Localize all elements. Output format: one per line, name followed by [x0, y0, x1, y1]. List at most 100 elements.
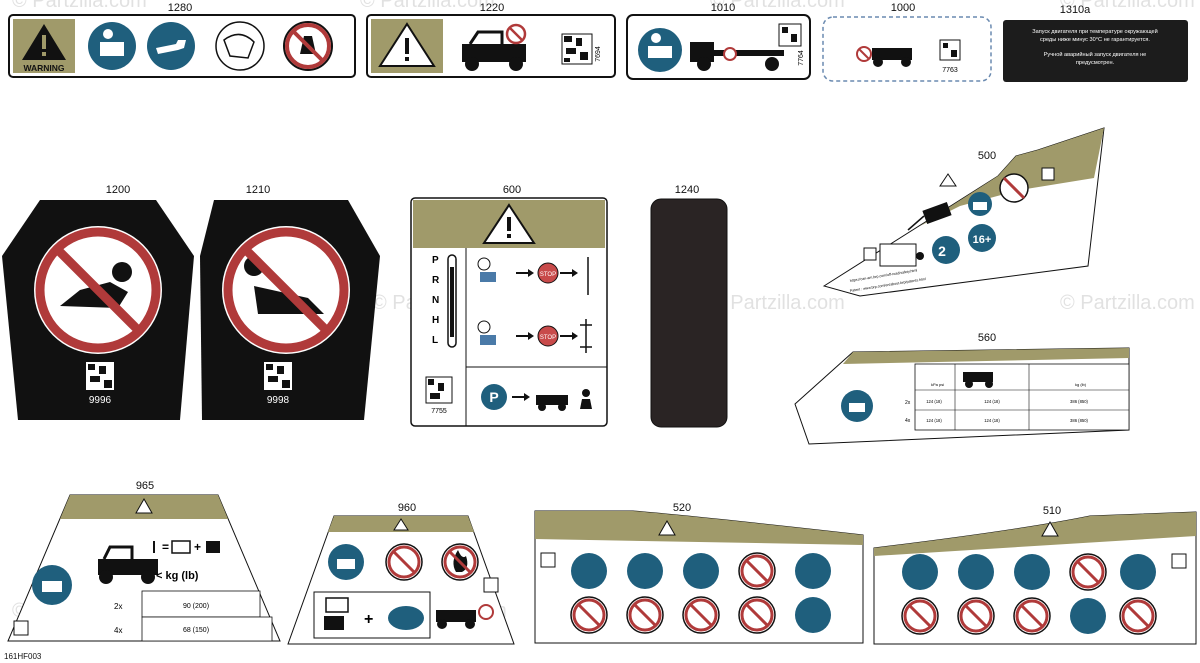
decal-1310a[interactable]: Запуск двигателя при температуре окружаю… — [1003, 20, 1188, 82]
table-cell: 124 (18) — [984, 399, 1000, 404]
vehicle-icon — [536, 395, 568, 411]
ref-1220[interactable]: 1220 — [479, 2, 505, 14]
code-label: 7694 — [595, 46, 602, 62]
decal-965[interactable]: = + < kg (lb) 2x 4x 90 (200) 68 (150) — [6, 493, 282, 645]
four-person-label: 4x — [905, 418, 911, 424]
four-person-label: 4x — [114, 626, 122, 635]
datamatrix-icon — [1171, 553, 1187, 569]
eye-protection-icon — [571, 553, 607, 589]
decal-1210[interactable]: 9998 — [198, 196, 382, 424]
hazard-hand-icon — [215, 21, 265, 71]
kg-label: kg (lb) — [1075, 382, 1087, 387]
ref-1200[interactable]: 1200 — [105, 184, 131, 196]
shift-sequence-row: STOP — [477, 319, 592, 353]
decal-1240[interactable] — [650, 198, 730, 428]
code-label: 9998 — [267, 395, 290, 406]
decal-520[interactable] — [533, 507, 865, 647]
ref-600[interactable]: 600 — [502, 184, 522, 196]
datamatrix-icon — [561, 33, 593, 65]
ref-510[interactable]: 510 — [1042, 505, 1062, 517]
trailer-icon — [206, 541, 220, 553]
ref-965[interactable]: 965 — [135, 480, 155, 492]
qr-icon — [863, 247, 877, 261]
hearing-protection-icon — [627, 553, 663, 589]
diagram-code: 161HF003 — [4, 652, 42, 661]
hands-on-wheel-icon — [795, 597, 831, 633]
ru-text-line: среды ниже минус 30°C не гарантируется. — [1040, 37, 1150, 43]
code-label: 7764 — [798, 50, 805, 66]
plus-sign: + — [194, 540, 201, 554]
two-person-label: 2x — [114, 602, 122, 611]
ru-text-line: Запуск двигателя при температуре окружаю… — [1032, 28, 1158, 35]
datamatrix-icon — [425, 376, 453, 404]
ref-520[interactable]: 520 — [672, 502, 692, 514]
datamatrix-icon — [483, 577, 499, 593]
ref-500[interactable]: 500 — [977, 150, 997, 162]
datamatrix-icon — [540, 552, 556, 568]
ref-1010[interactable]: 1010 — [710, 2, 736, 14]
seatbelt-icon — [1014, 554, 1050, 590]
decal-600[interactable]: P R N H L STOP STOP 7755 P — [410, 197, 608, 427]
decal-1200[interactable]: 9996 — [0, 196, 196, 424]
watermark: © Partzilla.com — [710, 292, 845, 314]
parking-icon — [481, 384, 507, 410]
table-cell: 386 (850) — [1070, 399, 1089, 404]
decal-1220[interactable]: 7694 — [366, 14, 616, 78]
table-cell: 68 (150) — [183, 627, 209, 634]
decal-560[interactable]: 2x 4x kPa psi kg (lb) 124 (18) 124 (18) … — [793, 344, 1133, 448]
no-symbol-icon — [478, 604, 494, 620]
ref-1240[interactable]: 1240 — [674, 184, 700, 196]
vehicle-icon — [436, 610, 476, 629]
code-label: 9996 — [89, 395, 112, 406]
ref-560[interactable]: 560 — [977, 332, 997, 344]
ref-1280[interactable]: 1280 — [167, 2, 193, 14]
watermark: © Partzilla.com — [12, 0, 147, 12]
decal-1280[interactable]: WARNING — [8, 14, 356, 78]
gear-l: L — [432, 335, 438, 346]
table-cell: 124 (18) — [984, 418, 1000, 423]
equals-sign: = — [162, 540, 169, 554]
code-label: 7763 — [942, 67, 958, 74]
datamatrix-icon — [1041, 167, 1055, 181]
gear-r: R — [432, 275, 440, 286]
eye-protection-icon — [902, 554, 938, 590]
decal-1000[interactable]: 7763 — [822, 16, 992, 82]
age-two-label: 2 — [938, 243, 946, 259]
hands-on-wheel-icon — [1070, 598, 1106, 634]
vehicle-icon — [872, 48, 912, 67]
table-cell: 386 (850) — [1070, 418, 1089, 423]
decal-500[interactable]: 2 16+ https://can-am.brp.com/off-road/sa… — [820, 126, 1110, 300]
datamatrix-icon — [264, 362, 292, 390]
cargo-icon — [325, 597, 349, 613]
code-label: 7755 — [431, 408, 447, 415]
ref-960[interactable]: 960 — [397, 502, 417, 514]
ru-text-line: Ручной аварийный запуск двигателя не — [1044, 51, 1147, 58]
datamatrix-icon — [86, 362, 114, 390]
watermark: © Partzilla.com — [1060, 0, 1195, 12]
ref-1210[interactable]: 1210 — [245, 184, 271, 196]
decal-510[interactable] — [872, 510, 1198, 648]
trailer-icon — [324, 616, 344, 630]
datamatrix-icon — [13, 620, 29, 636]
stop-label: STOP — [540, 272, 556, 278]
gear-n: N — [432, 295, 439, 306]
kpa-label: kPa psi — [931, 382, 944, 387]
ref-1310a[interactable]: 1310a — [1059, 4, 1091, 16]
vehicle-icon — [462, 30, 526, 71]
ref-1000[interactable]: 1000 — [890, 2, 916, 14]
watermark: © Partzilla.com — [1060, 292, 1195, 314]
video-icon — [879, 243, 917, 267]
decal-960[interactable]: + — [286, 514, 516, 646]
vehicle-icon — [98, 545, 158, 584]
decal-1010[interactable]: 7764 — [626, 14, 811, 80]
age-two-icon — [932, 236, 960, 264]
gear-p: P — [432, 255, 439, 266]
trailer-icon — [690, 42, 784, 71]
plus-sign: + — [364, 611, 373, 628]
watermark: © Partzilla.com — [360, 0, 495, 12]
watermark: © Partzilla.com — [710, 0, 845, 12]
table-cell: 90 (200) — [183, 603, 209, 610]
protective-gear-icon — [1120, 554, 1156, 590]
capacity-label: < kg (lb) — [156, 570, 199, 582]
hearing-protection-icon — [958, 554, 994, 590]
